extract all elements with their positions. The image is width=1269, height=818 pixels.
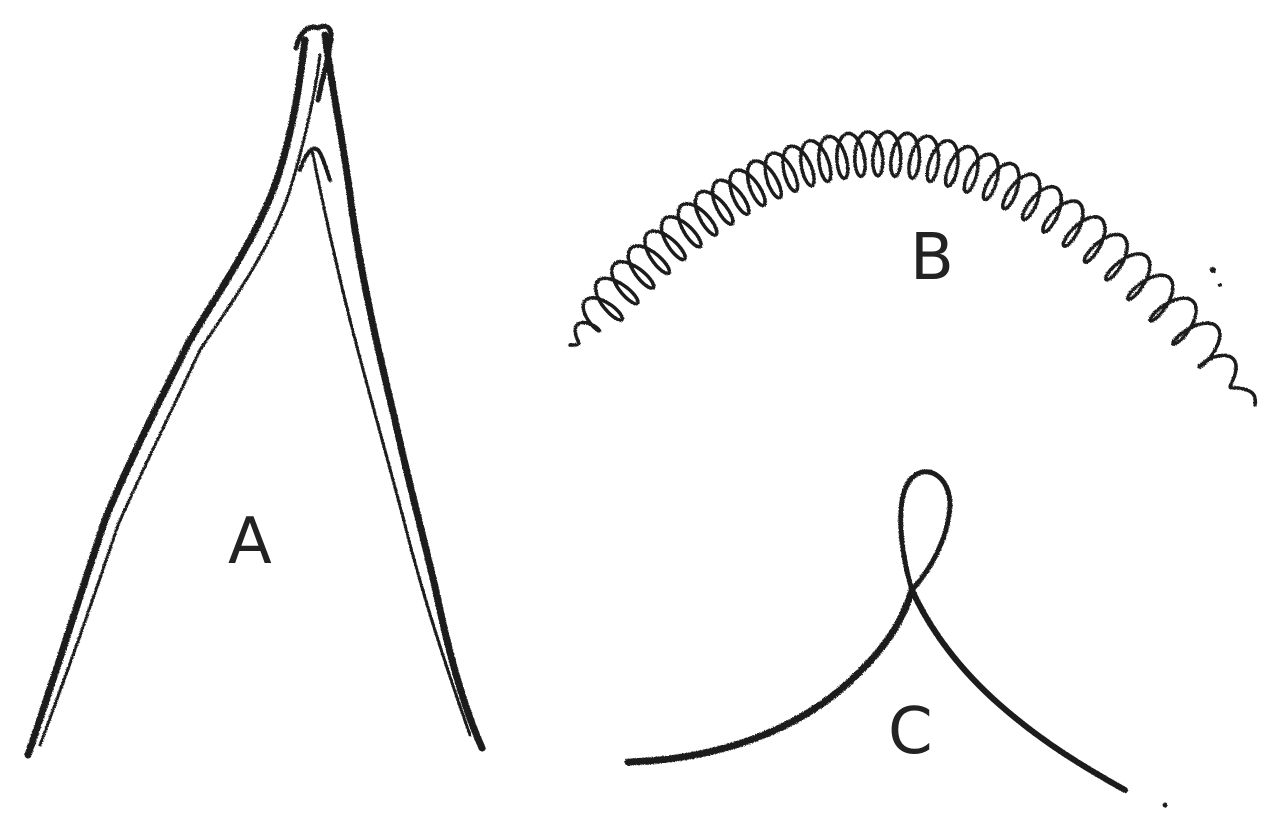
drawing-b-ink-dot (1210, 267, 1216, 273)
drawing-a-split-fiber (28, 26, 482, 755)
label-a: A (228, 510, 272, 574)
label-c: C (888, 700, 933, 764)
drawing-c-left-arm (628, 590, 912, 762)
drawing-a-left-prong-inner (40, 55, 320, 745)
label-b: B (910, 226, 954, 290)
drawing-a-left-prong-outer (28, 40, 305, 755)
drawing-a-right-prong-outer (325, 35, 482, 748)
drawing-c-ink-dot (1163, 803, 1168, 808)
drawing-c-right-arm (912, 590, 1125, 790)
drawing-b-ink-dot-2 (1218, 283, 1222, 287)
drawing-c-loop (901, 472, 950, 590)
